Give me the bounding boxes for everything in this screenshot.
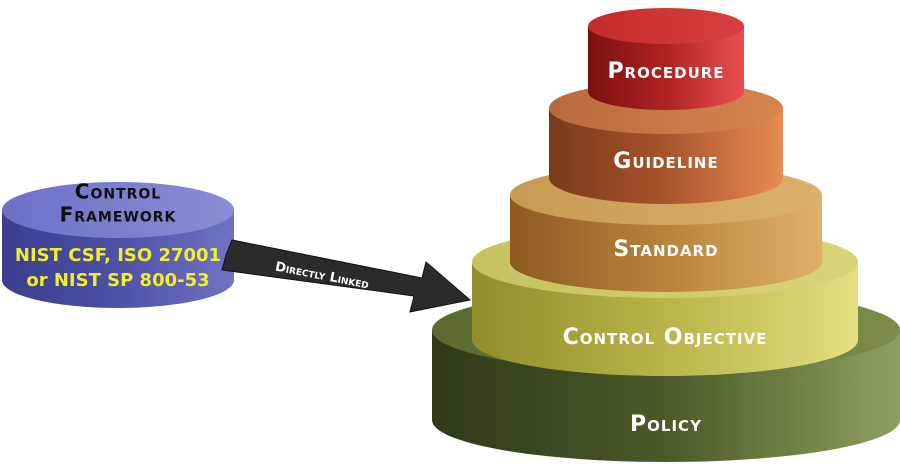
framework-sub-line1: NIST CSF, ISO 27001 <box>15 245 221 266</box>
tier-label-standard: Standard <box>613 237 718 262</box>
tier-label-policy: Policy <box>630 412 702 437</box>
framework-title-line2: Framework <box>60 203 177 227</box>
tier-label-procedure: Procedure <box>607 59 724 84</box>
tier-procedure: Procedure <box>588 8 744 110</box>
framework-title-line1: Control <box>75 180 161 204</box>
directly-linked-arrow: Directly Linked <box>221 239 472 313</box>
tier-label-control-objective: Control Objective <box>563 325 768 350</box>
control-framework-disk: Control Framework NIST CSF, ISO 27001 or… <box>2 180 234 308</box>
framework-sub-line2: or NIST SP 800-53 <box>26 270 209 291</box>
tier-label-guideline: Guideline <box>613 149 718 174</box>
